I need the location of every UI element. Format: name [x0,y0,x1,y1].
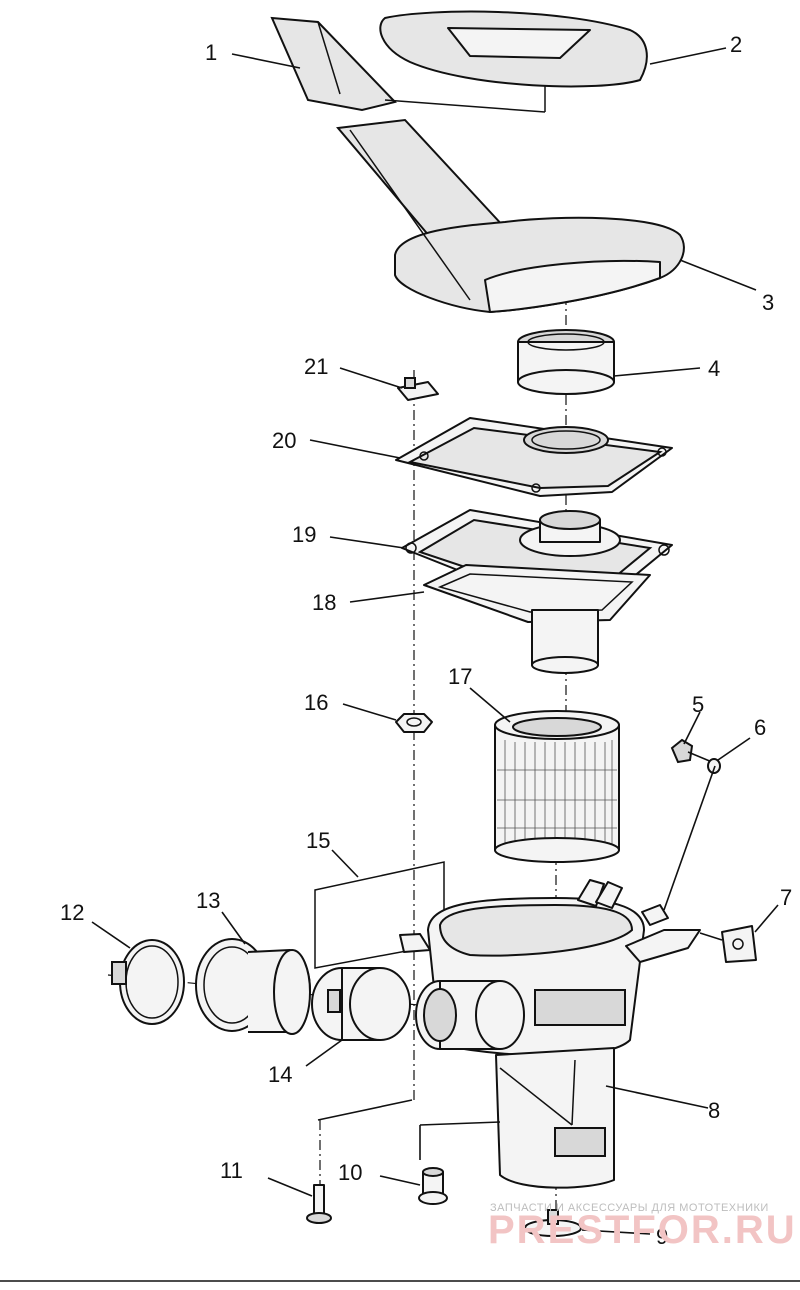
part-6-washer [707,758,721,774]
callout-4: 4 [708,356,720,381]
part-3-silencer-cover [336,118,685,314]
part-2-foam-seal [379,10,648,88]
callout-14: 14 [268,1062,292,1087]
callout-15: 15 [306,828,330,853]
callout-5: 5 [692,692,704,717]
part-15-decal [314,861,445,969]
callout-13: 13 [196,888,220,913]
callout-20: 20 [272,428,296,453]
callout-17: 17 [448,664,472,689]
callout-numbers: 1 2 3 4 5 6 7 8 9 10 11 12 13 14 15 16 1… [60,32,792,1249]
part-11-bolt [306,1184,332,1224]
callout-21: 21 [304,354,328,379]
watermark: ЗАПЧАСТИ И АКСЕССУАРЫ ДЛЯ МОТОТЕХНИКИ PR… [488,1202,797,1252]
callout-18: 18 [312,590,336,615]
watermark-brand: PRESTFOR.RU [488,1208,797,1252]
watermark-tagline: ЗАПЧАСТИ И АКСЕССУАРЫ ДЛЯ МОТОТЕХНИКИ [490,1202,769,1214]
callout-7: 7 [780,885,792,910]
part-14-clamp [311,967,411,1041]
part-13-intake-duct [195,938,311,1035]
part-4-rubber-coupler [517,329,615,395]
part-5-screw [670,738,713,764]
part-16-hex-nut [395,713,433,733]
part-9-drain-valve [524,1209,582,1237]
part-12-hose-clamp [111,939,185,1025]
callout-3: 3 [762,290,774,315]
part-20-top-plate [395,417,673,497]
callout-2: 2 [730,32,742,57]
callout-1: 1 [205,40,217,65]
part-21-clip-nut [397,377,439,401]
callout-12: 12 [60,900,84,925]
part-10-grommet [418,1167,448,1205]
part-18-gasket [423,564,651,623]
filter-outlet-tube [531,609,599,674]
callout-19: 19 [292,522,316,547]
callout-10: 10 [338,1160,362,1185]
leader-lines [91,47,779,1235]
callout-11: 11 [220,1158,243,1183]
callout-9: 9 [656,1224,668,1249]
part-17-filter-element [494,710,620,863]
callout-6: 6 [754,715,766,740]
part-7-clip [699,925,757,963]
airbox-inlet-spigot [415,980,525,1050]
callout-8: 8 [708,1098,720,1123]
part-1-snorkel-cap [270,16,546,113]
callout-16: 16 [304,690,328,715]
